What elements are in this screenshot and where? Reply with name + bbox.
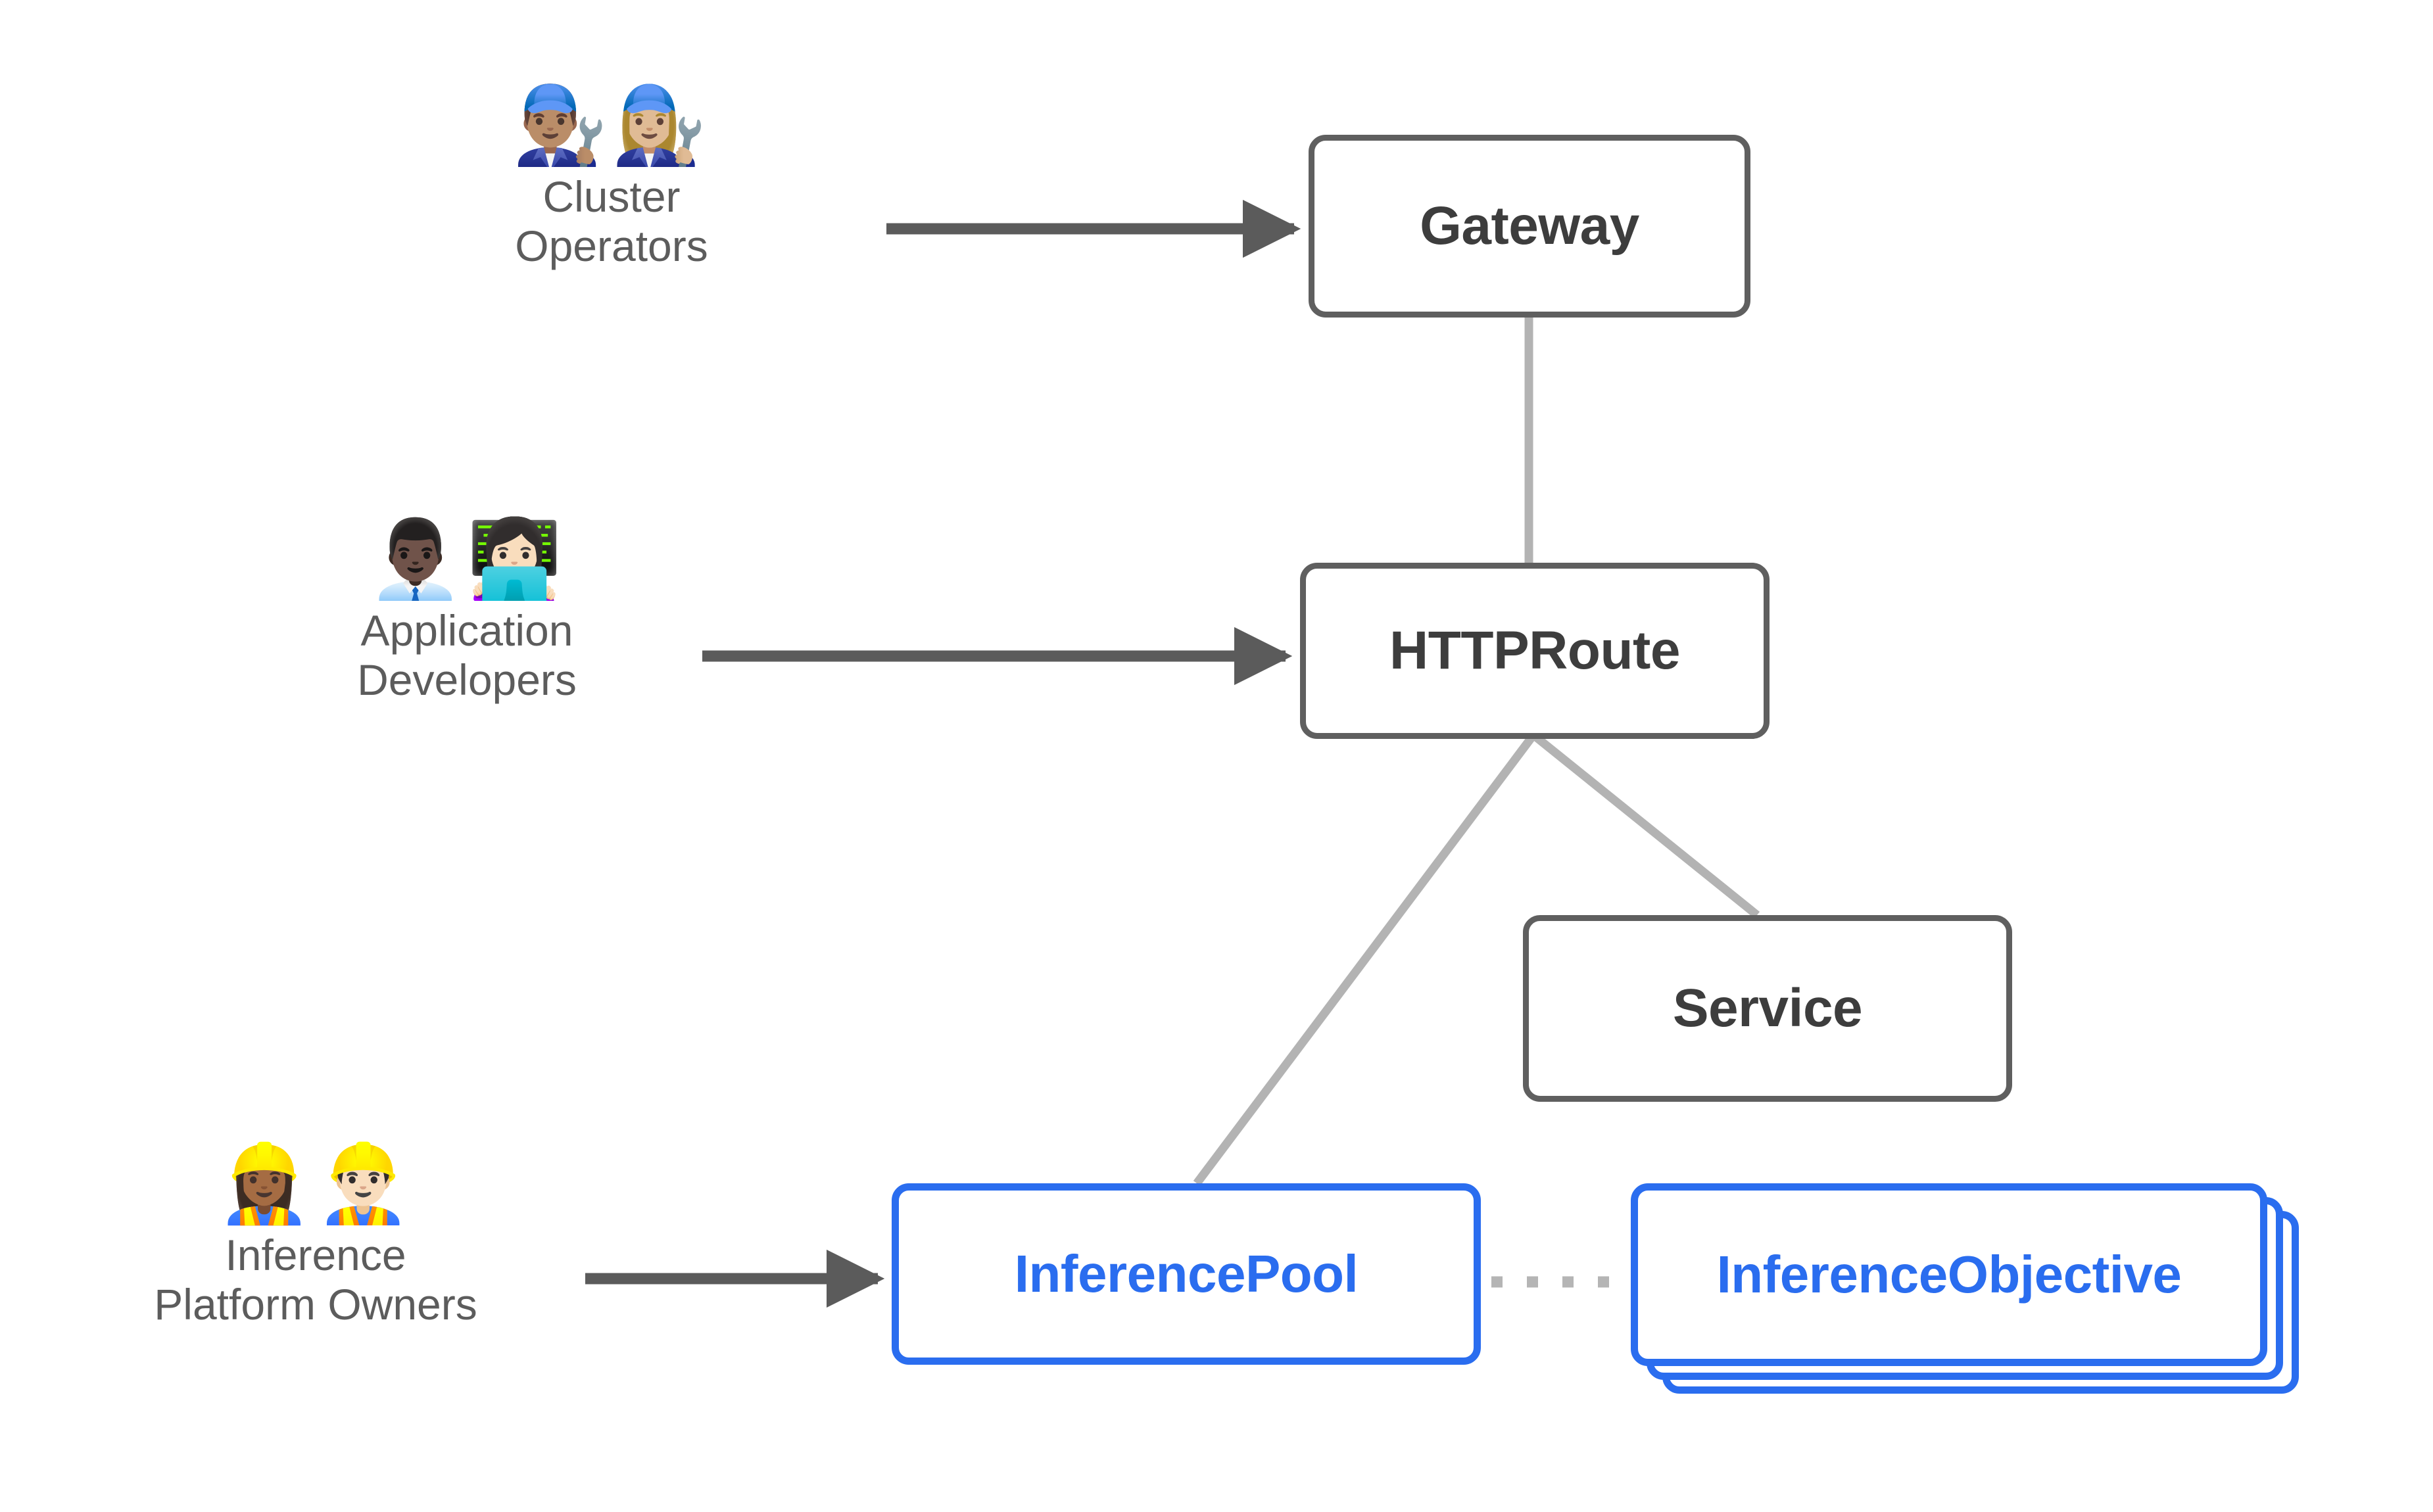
application-developers-label-line2: Developers — [357, 655, 577, 705]
cluster-operators-emoji-icons: 👨🏽‍🔧👩🏼‍🔧 — [512, 82, 711, 168]
node-httproute-label: HTTPRoute — [1389, 621, 1680, 680]
node-inferenceobjective-label: InferenceObjective — [1716, 1245, 2182, 1304]
node-gateway[interactable]: Gateway — [1309, 135, 1750, 318]
inference-platform-owners-label-line2: Platform Owners — [154, 1280, 477, 1329]
cluster-operators-label-line1: Cluster — [542, 172, 681, 221]
application-developers-emoji-icons: 👨🏿‍💼👩🏻‍💻 — [368, 516, 566, 602]
node-service[interactable]: Service — [1523, 915, 2012, 1102]
actor-cluster-operators: 👨🏽‍🔧👩🏼‍🔧 Cluster Operators — [408, 85, 815, 271]
edge-httproute-to-service — [1530, 731, 1760, 919]
node-inferencepool[interactable]: InferencePool — [892, 1183, 1481, 1365]
application-developers-label-line1: Application — [360, 605, 573, 655]
node-httproute[interactable]: HTTPRoute — [1300, 563, 1770, 739]
edge-httproute-to-inferencepool — [1193, 732, 1537, 1186]
actor-application-developers: 👨🏿‍💼👩🏻‍💻 Application Developers — [263, 519, 671, 705]
inference-platform-owners-emoji-icons: 👷🏾‍♀️👷🏻‍♂️ — [216, 1141, 415, 1226]
node-inferenceobjective[interactable]: InferenceObjective — [1631, 1183, 2267, 1366]
inference-platform-owners-label-line1: Inference — [225, 1230, 406, 1279]
node-service-label: Service — [1672, 978, 1863, 1038]
node-inferencepool-label: InferencePool — [1014, 1244, 1359, 1303]
cluster-operators-label-line2: Operators — [515, 222, 708, 271]
actor-inference-platform-owners: 👷🏾‍♀️👷🏻‍♂️ Inference Platform Owners — [85, 1141, 546, 1329]
node-gateway-label: Gateway — [1420, 196, 1639, 256]
